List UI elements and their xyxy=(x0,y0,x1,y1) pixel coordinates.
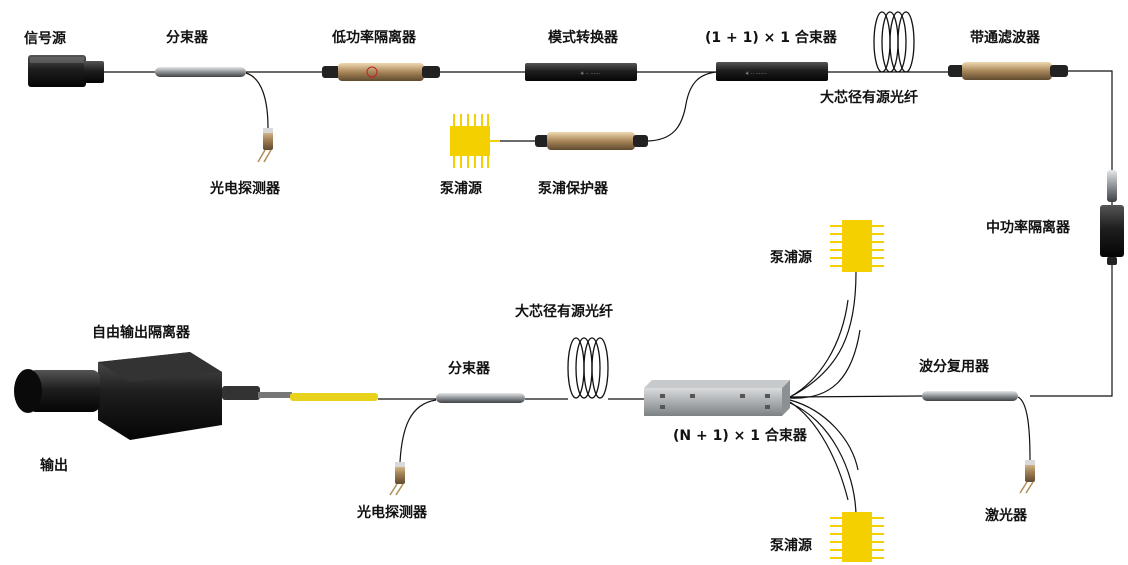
fiber-pump-mid xyxy=(789,271,857,398)
fiber-pump-bottom xyxy=(789,402,857,516)
fiber-filter-to-right xyxy=(1068,70,1113,170)
fiber-lines xyxy=(102,70,1113,516)
freespace-isolator-device xyxy=(14,352,292,440)
mid-power-isolator-device xyxy=(1100,170,1124,265)
label-freespace-isolator: 自由输出隔离器 xyxy=(92,325,190,341)
photodetector-top-device xyxy=(257,128,273,163)
label-large-core-fiber-bottom: 大芯径有源光纤 xyxy=(515,304,613,320)
fiber-fan-3 xyxy=(789,399,859,471)
pump-chip-top xyxy=(450,114,500,168)
label-combiner-1p1: (1 + 1) × 1 合束器 xyxy=(705,30,837,46)
yellow-output-fiber xyxy=(290,393,378,401)
fiber-fan-4 xyxy=(789,401,849,501)
fiber-right-lower xyxy=(1030,262,1113,397)
fiber-coil-bottom xyxy=(567,337,609,399)
pump-protector-device xyxy=(535,132,648,150)
fiber-photodetector-bottom xyxy=(399,399,437,463)
label-splitter-bottom: 分束器 xyxy=(448,361,490,377)
svg-text:✳ ·· ······: ✳ ·· ······ xyxy=(580,71,600,77)
splitter-bottom-device xyxy=(436,393,525,403)
label-photodetector-bottom: 光电探测器 xyxy=(357,505,427,521)
pump-chip-bottom xyxy=(830,512,884,562)
label-splitter-top: 分束器 xyxy=(166,30,208,46)
fiber-fan-2 xyxy=(789,329,861,399)
label-signal-source: 信号源 xyxy=(24,31,66,47)
photodetector-bottom-device xyxy=(389,462,405,496)
fiber-pump-protector-to-combiner xyxy=(647,71,717,142)
splitter-top-device xyxy=(155,67,246,77)
label-output: 输出 xyxy=(40,458,68,474)
bandpass-filter-device xyxy=(948,62,1068,80)
mode-converter-device: ✳ ·· ······ xyxy=(525,63,637,81)
fiber-wdm-tap xyxy=(1017,396,1031,461)
label-pump-source-bottom: 泵浦源 xyxy=(770,538,812,554)
combiner-n1-device xyxy=(644,380,790,416)
label-low-power-isolator: 低功率隔离器 xyxy=(332,30,416,46)
svg-text:✳ ·· ·······: ✳ ·· ······· xyxy=(745,71,767,77)
label-pump-protector: 泵浦保护器 xyxy=(538,181,608,197)
label-pump-source-top: 泵浦源 xyxy=(440,181,482,197)
signal-source-device xyxy=(28,55,104,87)
label-laser: 激光器 xyxy=(985,508,1027,524)
label-combiner-n1: (N + 1) × 1 合束器 xyxy=(673,428,807,444)
label-large-core-fiber-top: 大芯径有源光纤 xyxy=(820,90,918,106)
label-photodetector-top: 光电探测器 xyxy=(210,181,280,197)
label-bandpass-filter: 带通滤波器 xyxy=(970,30,1040,46)
label-mode-converter: 模式转换器 xyxy=(548,30,618,46)
pump-chip-mid xyxy=(830,220,884,272)
label-mid-power-isolator: 中功率隔离器 xyxy=(986,220,1070,236)
fiber-splitter-tap xyxy=(245,72,269,129)
fiber-fan-1 xyxy=(789,299,849,398)
laser-device xyxy=(1019,460,1035,494)
combiner-1p1-device: ✳ ·· ······· xyxy=(716,62,828,81)
wdm-device xyxy=(922,391,1018,401)
low-power-isolator-device xyxy=(322,63,440,81)
label-wdm: 波分复用器 xyxy=(919,359,989,375)
label-pump-source-mid: 泵浦源 xyxy=(770,250,812,266)
fiber-coil-top xyxy=(873,11,915,73)
